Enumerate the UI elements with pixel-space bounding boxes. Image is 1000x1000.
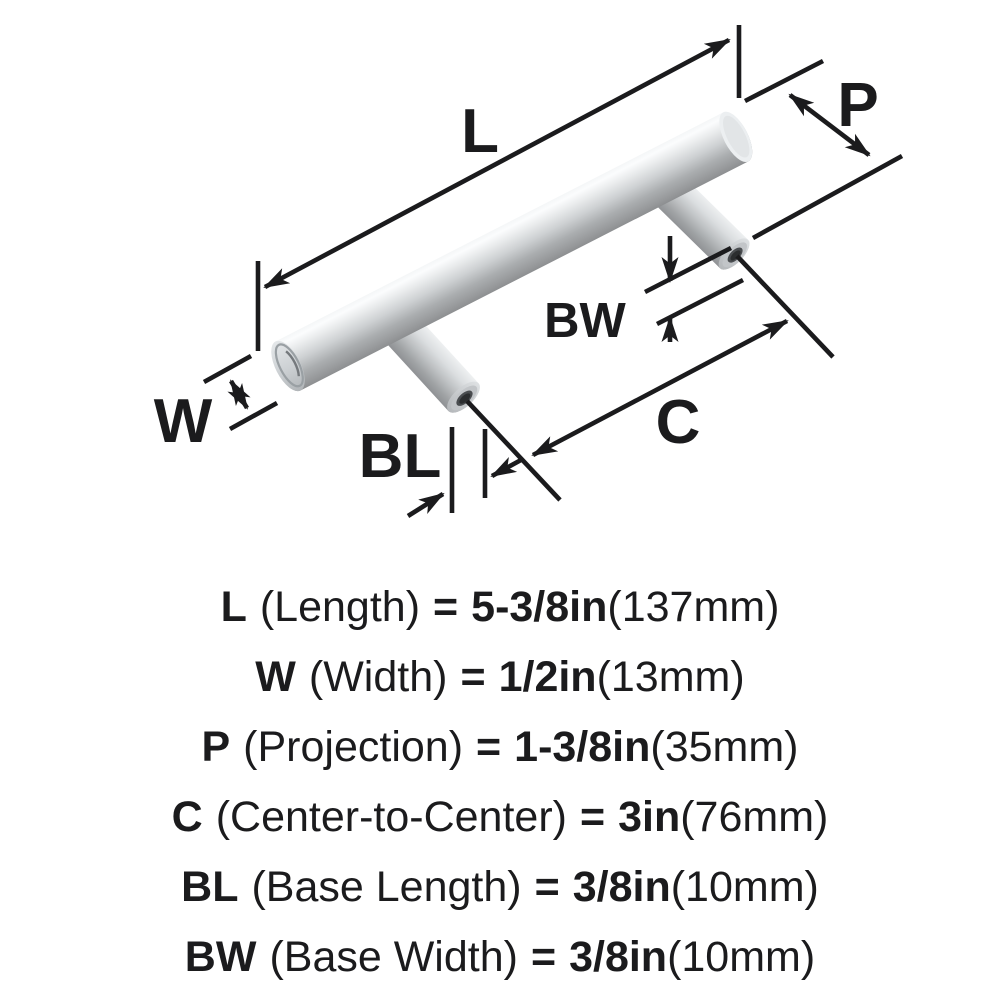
dimension-line [263,37,731,290]
extension-line [751,153,904,241]
leader-line [465,399,562,502]
legend-value-imperial: 1-3/8in [514,723,651,771]
legend-term: P [201,723,231,771]
legend-value-imperial: 3/8in [569,933,668,981]
legend-desc: (Width) [308,653,448,701]
dimension-length [255,25,742,351]
bar-left-cap-edge [285,350,301,377]
legend-equals: = [579,793,606,841]
dimension-base-width-label: BW [544,294,626,348]
dimension-projection-label: P [837,71,878,140]
extension-line [643,245,733,295]
dimension-line [531,318,789,458]
bar-body [271,111,753,392]
bar-left-cap-chamfer [274,343,304,388]
legend-term: BW [184,933,257,981]
bar [271,111,753,392]
dimension-center-to-center-label: C [656,388,701,457]
extension-line [202,353,253,385]
bar-pull-diagram-svg: L P W BW C BL [154,25,904,518]
legend-equals: = [534,863,560,911]
legend-desc: (Center-to-Center) [215,793,567,841]
legend-term: W [255,653,296,701]
legend-desc: (Base Length) [251,863,522,911]
dimension-base-width [643,236,745,342]
legend-row-length: L(Length)=5-3/8in(137mm) [0,572,1000,642]
dimension-annotations [202,25,904,518]
legend-desc: (Projection) [243,723,464,771]
dimension-base-length [406,427,523,518]
extension-line [228,400,279,432]
legend-value-metric: (76mm) [680,793,829,841]
dimension-length-label: L [461,97,499,166]
right-post-screw-hole-inner [730,250,741,261]
arrow-up-right [406,492,445,518]
arrow-down-left [490,456,523,479]
legend-value-imperial: 3/8in [572,863,671,911]
measurement-legend: L(Length)=5-3/8in(137mm) W(Width)=1/2in(… [0,572,1000,992]
legend-row-center-to-center: C(Center-to-Center)=3in(76mm) [0,782,1000,852]
left-post-screw-hole-inner [459,393,471,404]
legend-term: BL [181,863,239,911]
legend-equals: = [530,933,557,981]
legend-row-base-width: BW(Base Width)=3/8in(10mm) [0,922,1000,992]
legend-equals: = [433,583,459,631]
extension-line [655,277,745,327]
legend-row-width: W(Width)=1/2in(13mm) [0,642,1000,712]
dimension-projection [743,58,904,241]
legend-term: L [220,583,247,631]
legend-term: C [171,793,203,841]
dimension-width-label: W [154,387,213,456]
legend-equals: = [460,653,486,701]
legend-value-imperial: 5-3/8in [471,583,608,631]
legend-desc: (Base Width) [269,933,518,981]
dimension-line [788,93,871,157]
dimension-base-length-label: BL [359,422,442,491]
dimension-center-to-center [465,254,835,502]
bar-left-cap [271,340,305,392]
legend-desc: (Length) [259,583,421,631]
legend-value-imperial: 3in [618,793,681,841]
legend-value-metric: (137mm) [607,583,780,631]
legend-value-metric: (35mm) [650,723,799,771]
legend-row-base-length: BL(Base Length)=3/8in(10mm) [0,852,1000,922]
leader-line [735,254,835,359]
extension-line [743,58,825,104]
legend-value-metric: (10mm) [667,933,816,981]
dimension-width [202,353,279,432]
legend-value-metric: (10mm) [670,863,819,911]
legend-value-imperial: 1/2in [498,653,597,701]
legend-value-metric: (13mm) [596,653,745,701]
dimension-line [227,379,251,410]
legend-equals: = [476,723,502,771]
legend-row-projection: P(Projection)=1-3/8in(35mm) [0,712,1000,782]
